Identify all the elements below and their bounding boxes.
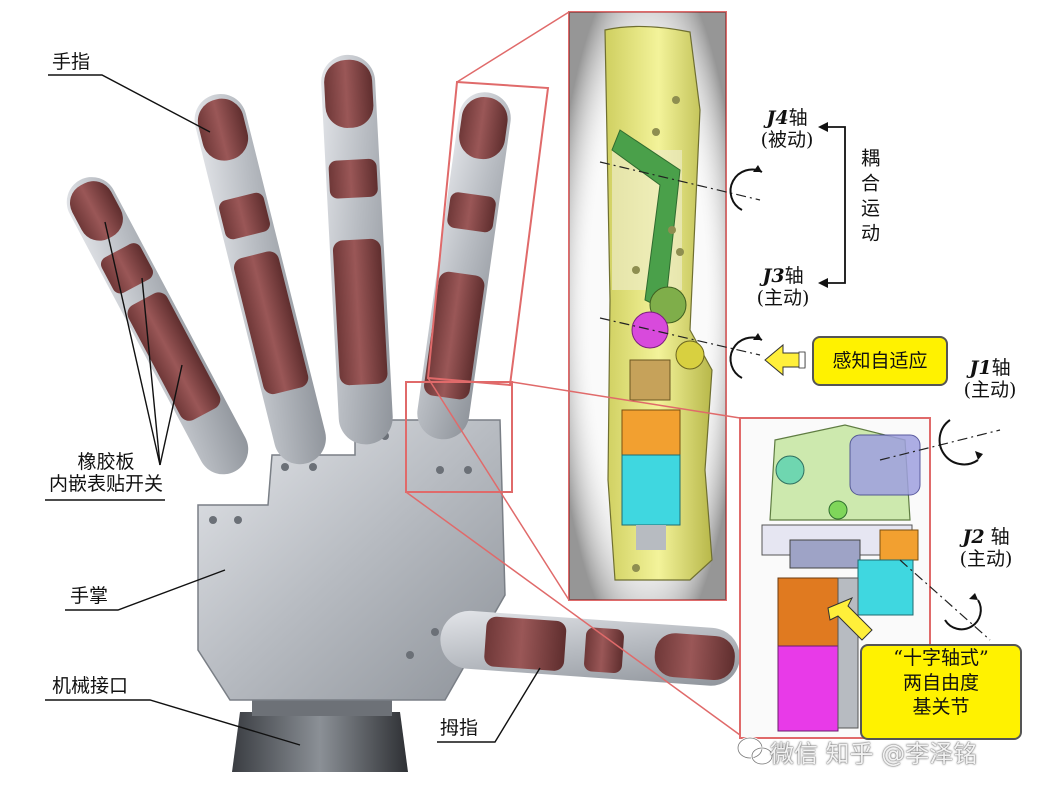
label-rubber-plate-line2: 内嵌表贴开关 [48, 472, 163, 495]
finger-motor-gearbox [621, 409, 681, 456]
label-palm: 手掌 [70, 585, 109, 607]
watermark-text: 微信 知乎 @李泽铭 [770, 740, 978, 768]
coupled-motion-bracket [820, 126, 846, 284]
palm-plate [197, 419, 506, 701]
cross-axis-line3: 基关节 [912, 696, 970, 719]
label-j1-mode: (主动) [963, 378, 1017, 401]
thumb-finger [440, 610, 740, 686]
callout-finger-detail [426, 11, 846, 601]
label-j4-axis: J4轴 (被动) [752, 107, 822, 152]
label-finger: 手指 [52, 51, 91, 73]
label-j3-axis: J3轴 (主动) [748, 265, 818, 310]
index-finger-zoom-frame [426, 80, 550, 387]
gear-magenta-icon [631, 311, 669, 349]
label-j4-suffix: 轴 [788, 107, 808, 129]
label-j1-axis: J1轴 (主动) [955, 357, 1025, 402]
label-rubber-plate-line1: 橡胶板 [77, 451, 135, 473]
mech-interface-base [232, 712, 408, 772]
label-mech-interface: 机械接口 [52, 675, 129, 697]
label-j1-name: J1 [969, 357, 992, 379]
cross-axis-line1: “十字轴式” [893, 647, 989, 669]
cross-axis-line2: 两自由度 [902, 671, 979, 694]
label-j2-suffix: 轴 [984, 526, 1010, 548]
j2-rotation-arrow-icon [944, 599, 982, 631]
finger-motor [621, 454, 681, 526]
base-joint-zoom-frame [405, 381, 513, 493]
index-finger [417, 92, 511, 440]
label-j2-name: J2 [962, 526, 985, 548]
label-rubber-plate: 橡胶板 内嵌表贴开关 [36, 451, 176, 496]
gear-yellow-icon [675, 340, 705, 370]
wechat-icon [736, 736, 774, 766]
label-j3-mode: (主动) [756, 286, 810, 309]
ring-finger [194, 93, 326, 465]
label-j4-name: J4 [766, 107, 789, 129]
label-j1-suffix: 轴 [991, 357, 1011, 379]
label-j3-suffix: 轴 [784, 265, 804, 287]
j1-rotation-arrow-icon [938, 419, 979, 466]
sense-adaptive-box: 感知自适应 [812, 336, 948, 386]
j4-rotation-arrow-icon [729, 168, 763, 211]
label-coupled-motion: 耦合运动 [858, 148, 880, 248]
label-thumb: 拇指 [440, 717, 479, 739]
cross-joint-arrow-icon [827, 597, 873, 641]
label-j2-mode: (主动) [959, 547, 1013, 570]
label-j3-name: J3 [762, 265, 785, 287]
j3-rotation-arrow-icon [729, 336, 763, 379]
leader-lines [45, 74, 541, 746]
label-j4-mode: (被动) [760, 128, 814, 151]
cross-axis-joint-box: “十字轴式” 两自由度 基关节 [860, 644, 1022, 740]
middle-finger [321, 54, 393, 445]
label-j2-axis: J2 轴 (主动) [946, 526, 1026, 571]
